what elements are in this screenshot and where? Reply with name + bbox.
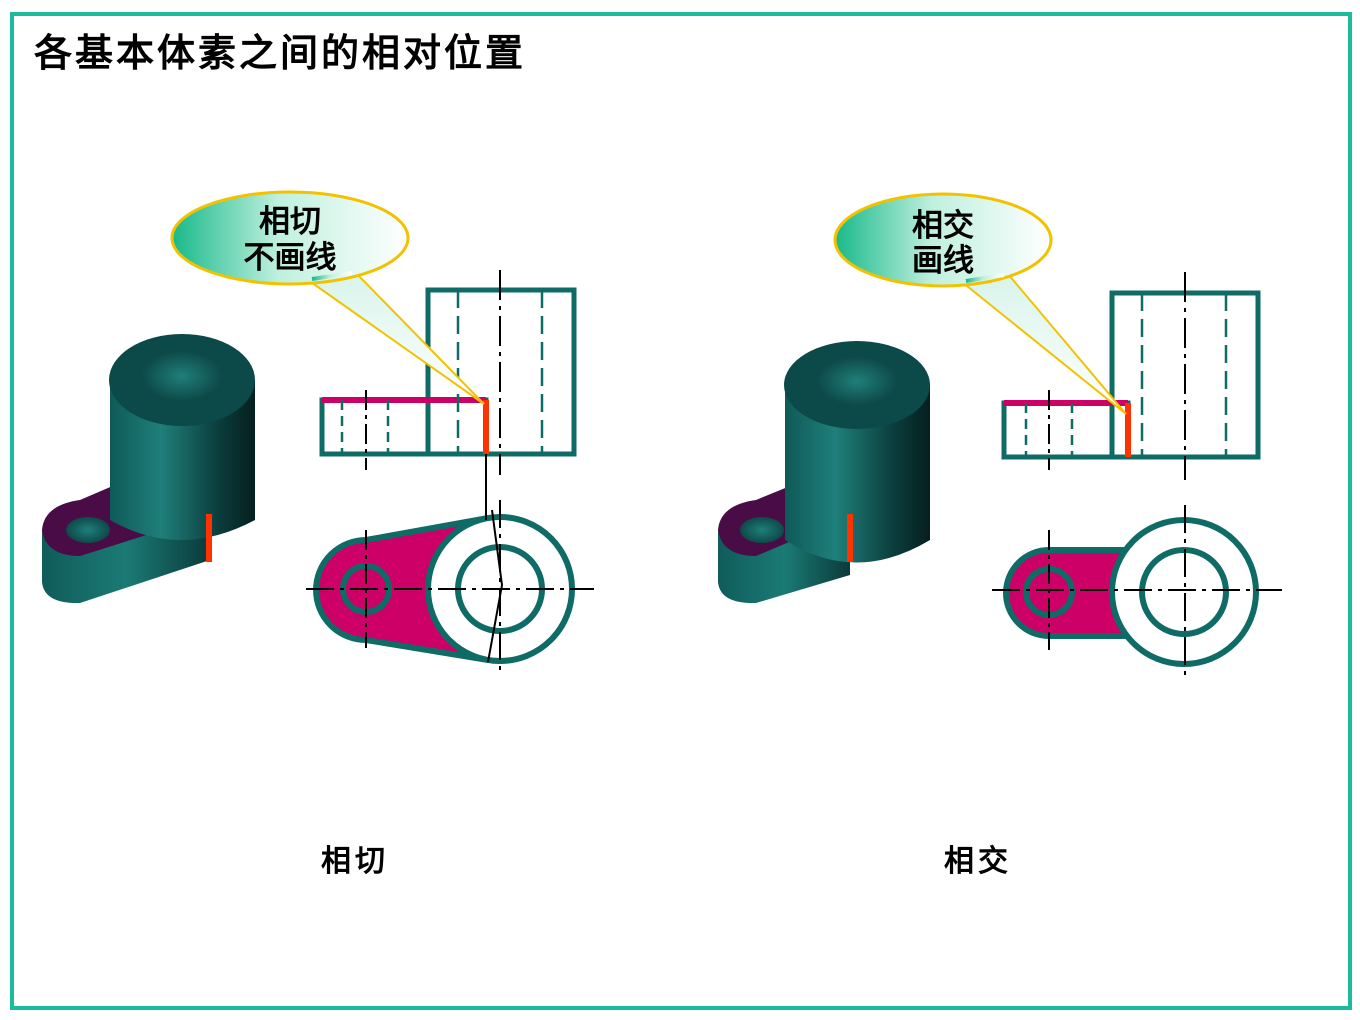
tangent-example: 相切 不画线 — [42, 190, 594, 675]
intersect-caption: 相交 — [944, 844, 1012, 879]
tangent-callout: 相切 不画线 — [170, 190, 485, 405]
intersect-callout-line1: 相交 — [912, 208, 974, 244]
tangent-caption: 相切 — [321, 844, 389, 879]
intersect-callout: 相交 画线 — [833, 192, 1127, 415]
intersect-top-view — [992, 505, 1282, 680]
tangent-3d-model — [42, 334, 255, 604]
tangent-callout-line2: 不画线 — [244, 240, 337, 276]
intersect-callout-line2: 画线 — [912, 243, 974, 279]
page-title: 各基本体素之间的相对位置 — [34, 30, 527, 75]
tangent-callout-line1: 相切 — [259, 204, 321, 240]
intersect-example: 相交 画线 — [718, 192, 1282, 680]
tangent-top-view — [306, 454, 594, 675]
tangent-front-view — [319, 270, 577, 475]
intersect-3d-model — [718, 341, 930, 604]
intersect-front-view — [1001, 272, 1261, 480]
